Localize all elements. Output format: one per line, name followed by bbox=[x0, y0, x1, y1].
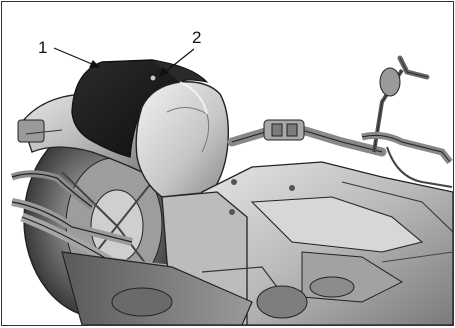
motorcycle-illustration bbox=[2, 2, 453, 325]
callout-label-1: 1 bbox=[38, 39, 47, 56]
callout-label-2: 2 bbox=[192, 29, 201, 46]
fuel-tank bbox=[136, 82, 228, 197]
handlebar-left bbox=[232, 120, 382, 152]
handlebar-right bbox=[362, 58, 452, 187]
